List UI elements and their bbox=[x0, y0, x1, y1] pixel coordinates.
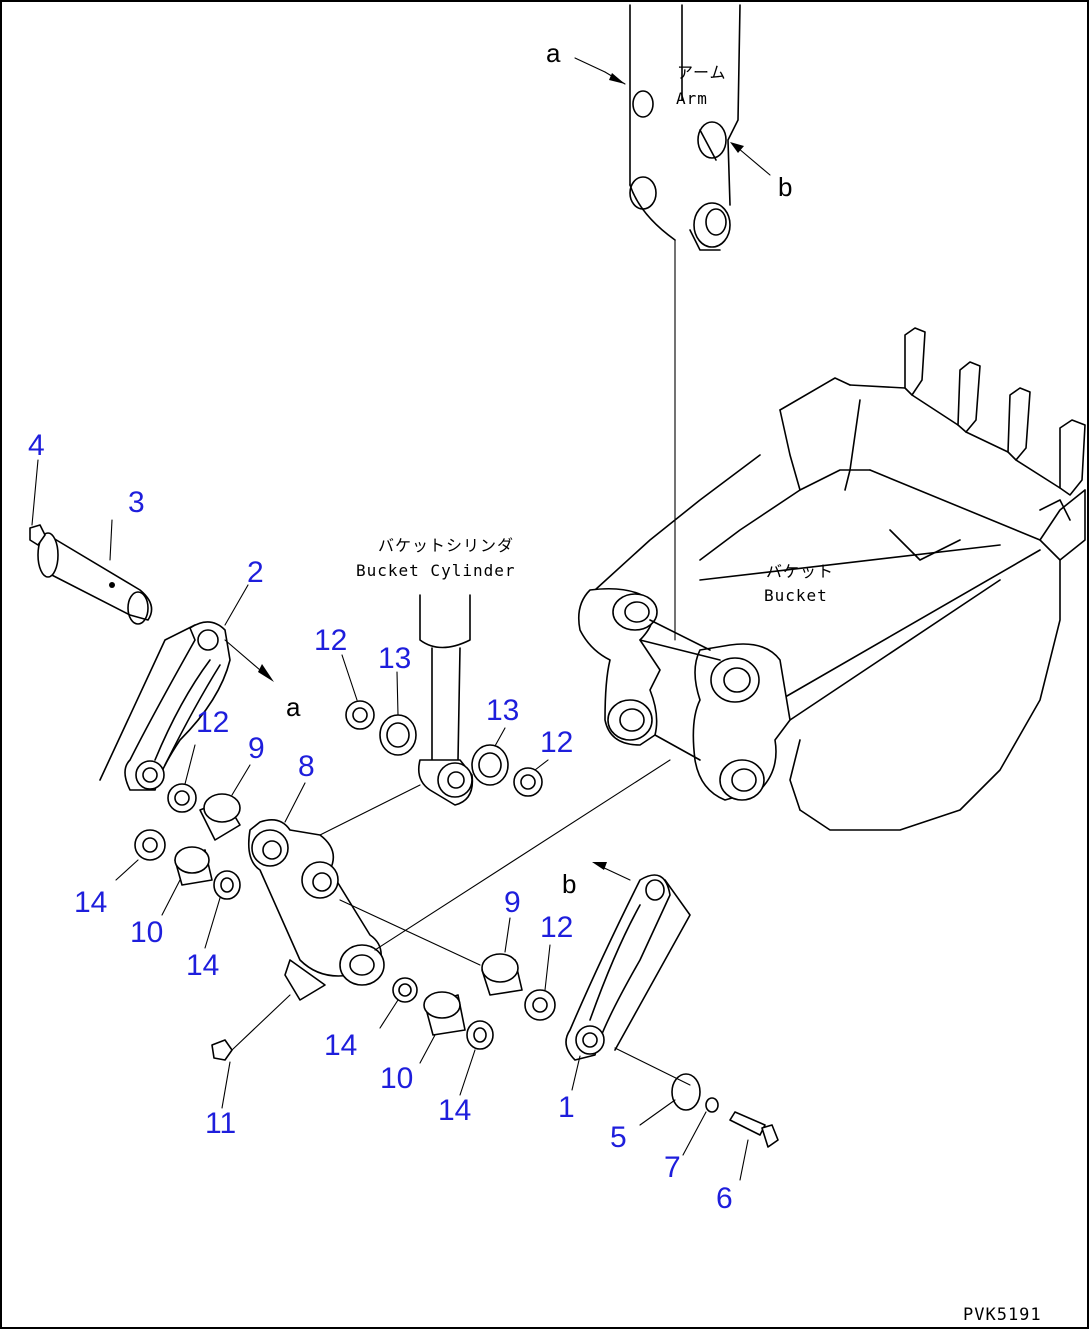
ref-letter-b-link: b bbox=[562, 869, 576, 899]
caption-bucket-cylinder-en: Bucket Cylinder bbox=[356, 561, 516, 580]
part-label: 14 bbox=[186, 949, 219, 982]
link-1 bbox=[565, 862, 691, 1061]
ref-letter-b-top: b bbox=[778, 172, 792, 202]
part-label: 10 bbox=[130, 916, 163, 949]
part-label: 14 bbox=[74, 886, 107, 919]
part-label: 13 bbox=[378, 642, 411, 675]
part-label: 14 bbox=[324, 1029, 357, 1062]
bucket bbox=[577, 327, 1086, 831]
grease-fitting-4 bbox=[29, 459, 46, 546]
collar-12-b bbox=[167, 783, 197, 813]
washer-7 bbox=[705, 1097, 719, 1113]
part-label: 4 bbox=[28, 429, 45, 462]
seal-14-c bbox=[392, 977, 418, 1003]
part-label: 14 bbox=[438, 1094, 471, 1127]
part-label: 1 bbox=[558, 1091, 575, 1124]
drawing-id: PVK5191 bbox=[963, 1305, 1042, 1325]
caption-bucket-jp: バケット bbox=[766, 562, 834, 581]
part-label: 12 bbox=[196, 706, 229, 739]
ref-letter-a-link: a bbox=[286, 692, 301, 722]
part-label: 6 bbox=[716, 1182, 733, 1215]
seal-14-b bbox=[213, 870, 241, 900]
part-label: 3 bbox=[128, 486, 145, 519]
plate-5 bbox=[671, 1073, 701, 1111]
part-label: 13 bbox=[486, 694, 519, 727]
part-label: 9 bbox=[248, 732, 265, 765]
pin-3 bbox=[37, 532, 153, 625]
ref-a-leader bbox=[574, 57, 606, 73]
shim-13-a bbox=[379, 714, 417, 756]
part-label: 12 bbox=[540, 911, 573, 944]
seal-14-a bbox=[134, 829, 166, 861]
caption-arm-jp: アーム bbox=[677, 63, 727, 82]
caption-bucket-cylinder-jp: バケットシリンダ bbox=[378, 536, 514, 555]
part-label: 9 bbox=[504, 886, 521, 919]
bolt-6 bbox=[729, 1111, 766, 1136]
grease-fitting-11 bbox=[211, 1039, 233, 1061]
part-label: 12 bbox=[540, 726, 573, 759]
link-8 bbox=[247, 759, 671, 1001]
leader-lines bbox=[115, 654, 749, 1181]
seal-14-d bbox=[466, 1020, 494, 1050]
collar-12-c bbox=[513, 767, 543, 797]
part-label: 12 bbox=[314, 624, 347, 657]
caption-bucket-en: Bucket bbox=[764, 586, 828, 605]
collar-12-a bbox=[345, 700, 375, 730]
shim-13-b bbox=[471, 744, 509, 786]
part-label: 2 bbox=[247, 556, 264, 589]
caption-arm-en: Arm bbox=[676, 89, 708, 108]
part-label: 8 bbox=[298, 750, 315, 783]
part-label: 5 bbox=[610, 1121, 627, 1154]
part-label: 7 bbox=[664, 1151, 681, 1184]
collar-12-d bbox=[524, 989, 556, 1021]
ref-letter-a-top: a bbox=[546, 38, 561, 68]
link-2 bbox=[99, 584, 274, 791]
arm bbox=[629, 4, 741, 641]
part-label: 10 bbox=[380, 1062, 413, 1095]
part-label: 11 bbox=[205, 1107, 236, 1140]
